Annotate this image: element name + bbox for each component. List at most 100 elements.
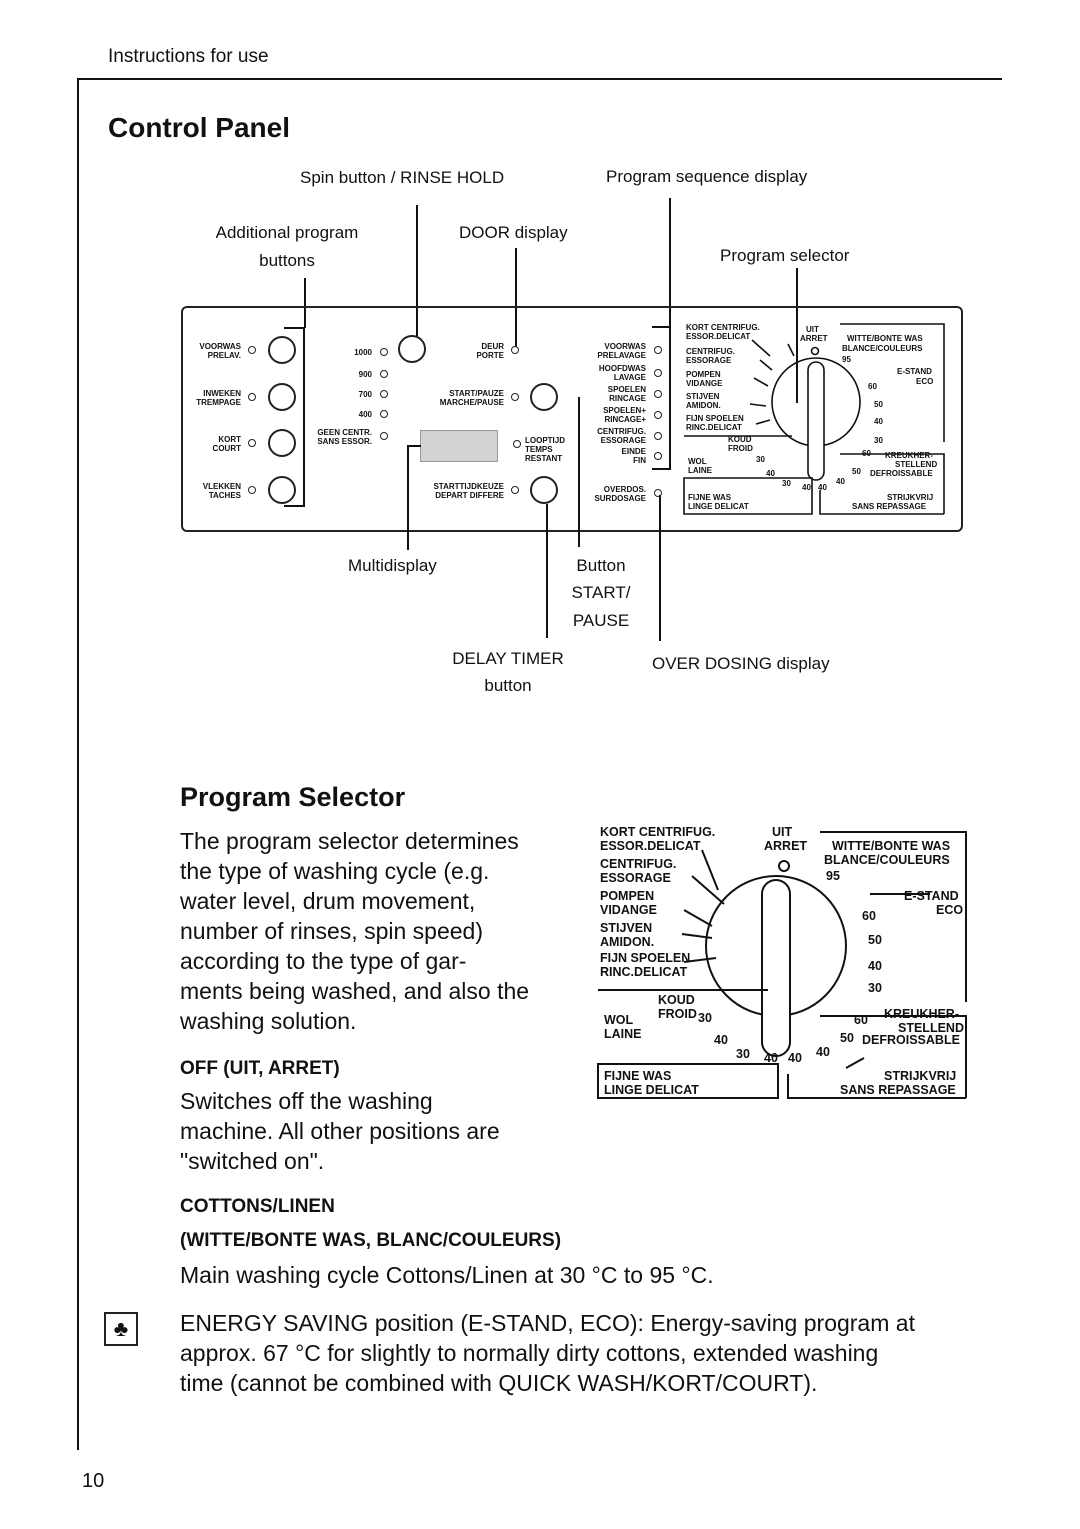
callout-start-3: PAUSE — [572, 611, 630, 630]
dial-text: 30 — [756, 455, 765, 464]
text-line: "switched on". — [180, 1148, 325, 1174]
dial-text: LINGE DELICAT — [604, 1083, 699, 1097]
dial-frame — [819, 490, 944, 515]
dial-text: UIT — [806, 325, 819, 334]
dial-text: WITTE/BONTE WAS — [832, 839, 950, 853]
dial-text: STELLEND — [895, 460, 937, 469]
seq-voorwas-led — [654, 346, 662, 354]
label-line: RINCAGE — [609, 394, 646, 403]
dial-text: BLANCE/COULEURS — [842, 344, 923, 353]
dial-text: KOUD — [658, 993, 695, 1007]
cottons-subheading: (WITTE/BONTE WAS, BLANC/COULEURS) — [180, 1230, 562, 1251]
dial-frame — [820, 831, 967, 1098]
dial-text: 95 — [842, 355, 851, 364]
energy-paragraph: ENERGY SAVING position (E-STAND, ECO): E… — [180, 1308, 980, 1398]
delay-timer-button[interactable] — [530, 476, 558, 504]
seq-centrifug-label: CENTRIFUG.ESSORAGE — [582, 427, 646, 445]
spin-1000-led — [380, 348, 388, 356]
dial-text: VIDANGE — [600, 903, 657, 917]
text-line: washing solution. — [180, 1008, 357, 1034]
label-line: LAVAGE — [613, 373, 646, 382]
program-selector-title: Program Selector — [180, 782, 406, 812]
text-line: time (cannot be combined with QUICK WASH… — [180, 1370, 818, 1396]
off-heading: OFF (UIT, ARRET) — [180, 1058, 340, 1079]
label-line: ESSORAGE — [600, 436, 646, 445]
dial-text: SANS REPASSAGE — [840, 1083, 956, 1097]
dial-text: 30 — [736, 1047, 750, 1061]
inweken-button[interactable] — [268, 383, 296, 411]
callout-additional-program-2: buttons — [259, 251, 315, 270]
callout-delay-2: button — [484, 676, 532, 695]
spin-700-led — [380, 390, 388, 398]
dial-text: E-STAND — [897, 367, 932, 376]
dial-text: FIJNE WAS — [604, 1069, 671, 1083]
dial-text: ARRET — [764, 839, 807, 853]
bracket-line — [652, 326, 670, 328]
dial-text: ESSORAGE — [686, 356, 732, 365]
label-line: PRELAVAGE — [597, 351, 646, 360]
kort-button[interactable] — [268, 429, 296, 457]
dial-text: KORT CENTRIFUG. — [686, 323, 760, 332]
dial-text: 60 — [862, 909, 876, 923]
callout-start-2: START/ — [571, 583, 631, 602]
leader-line — [407, 445, 421, 447]
leader-line — [578, 397, 580, 547]
dial-text: 40 — [714, 1033, 728, 1047]
callout-door-display: DOOR display — [459, 223, 568, 242]
label-line: SANS ESSOR. — [317, 437, 372, 446]
dial-text: 50 — [874, 400, 883, 409]
text-line: machine. All other positions are — [180, 1118, 500, 1144]
callout-spin-button: Spin button / RINSE HOLD — [300, 168, 505, 187]
label-line: MARCHE/PAUSE — [439, 398, 504, 407]
dial-text: ECO — [916, 377, 933, 386]
dial-text: AMIDON. — [686, 401, 721, 410]
label-line: DEPART DIFFERE — [435, 491, 504, 500]
vlekken-button[interactable] — [268, 476, 296, 504]
dial-text: 40 — [818, 483, 827, 492]
dial-pointer — [761, 879, 791, 1057]
label-line: VLEKKEN — [202, 482, 241, 491]
dial-text: 40 — [766, 469, 775, 478]
dial-text: KORT CENTRIFUG. — [600, 825, 715, 839]
dial-text: ESSOR.DELICAT — [600, 839, 701, 853]
text-line: approx. 67 °C for slightly to normally d… — [180, 1340, 879, 1366]
callout-start-1: Button — [576, 556, 626, 575]
callout-multidisplay: Multidisplay — [348, 556, 437, 575]
label-line: PORTE — [476, 351, 504, 360]
dial-frame — [683, 477, 813, 515]
dial-text: 40 — [764, 1051, 778, 1065]
dial-text: WITTE/BONTE WAS — [847, 334, 923, 343]
callout-over-dosing: OVER DOSING display — [652, 654, 830, 673]
spin-900-label: 900 — [358, 370, 372, 379]
start-pause-button[interactable] — [530, 383, 558, 411]
callout-delay-1: DELAY TIMER — [452, 649, 564, 668]
leader-line — [416, 205, 418, 345]
inweken-led — [248, 393, 256, 401]
cottons-text: Main washing cycle Cottons/Linen at 30 °… — [180, 1262, 714, 1288]
dial-text: 40 — [836, 477, 845, 486]
start-pause-led — [511, 393, 519, 401]
label-line: START/PAUZE — [449, 389, 504, 398]
dial-frame — [787, 1074, 966, 1099]
dial-text: 60 — [854, 1013, 868, 1027]
spin-900-led — [380, 370, 388, 378]
kort-led — [248, 439, 256, 447]
dial-text: ESSORAGE — [600, 871, 671, 885]
seq-centrifug-led — [654, 432, 662, 440]
dial-ticks — [845, 893, 930, 1069]
dial-text: 40 — [788, 1051, 802, 1065]
dial-text: WOL — [604, 1013, 634, 1027]
dial-frame — [840, 323, 945, 514]
voorwas-button[interactable] — [268, 336, 296, 364]
vlekken-led — [248, 486, 256, 494]
label-line: HOOFDWAS — [598, 364, 646, 373]
dial-text: RINC.DELICAT — [600, 965, 688, 979]
label-line: GEEN CENTR. — [317, 428, 372, 437]
spin-button[interactable] — [398, 335, 426, 363]
label-line: SURDOSAGE — [594, 494, 646, 503]
dial-text: UIT — [772, 825, 793, 839]
label-line: STARTTIJDKEUZE — [433, 482, 504, 491]
